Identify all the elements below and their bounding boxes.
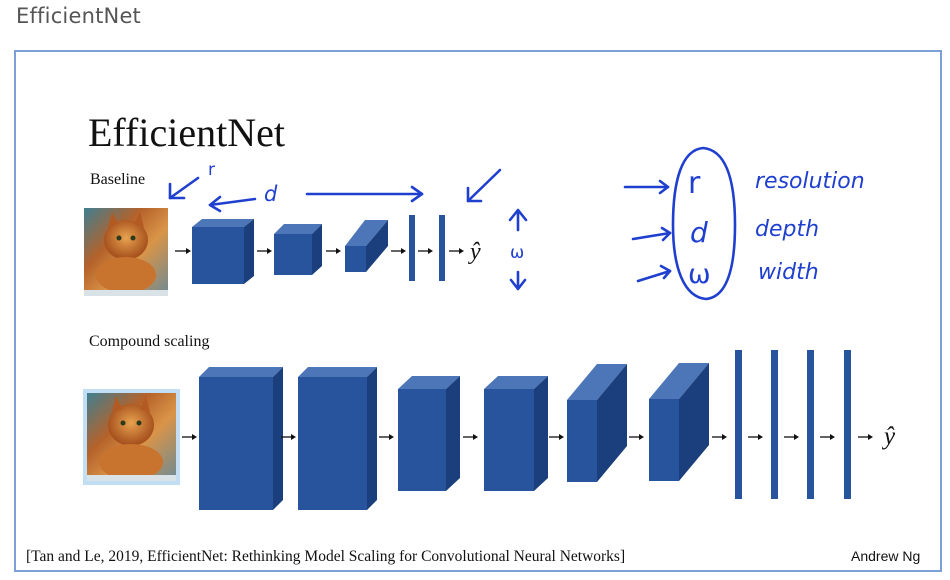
baseline-arrow-2 <box>257 248 272 254</box>
compound-arrow-3 <box>379 434 394 440</box>
slide-title: EfficientNet <box>88 110 285 155</box>
variable-w: ω <box>688 259 711 290</box>
baseline-block-1 <box>192 219 254 284</box>
compound-block-4 <box>484 376 548 491</box>
width-down-arrow <box>509 270 527 291</box>
compound-arrow-1 <box>182 434 197 440</box>
compound-arrow-10 <box>820 434 835 440</box>
baseline-arrow-5 <box>418 248 433 254</box>
width-up-arrow <box>508 208 528 232</box>
compound-arrow-8 <box>748 434 763 440</box>
citation: [Tan and Le, 2019, EfficientNet: Rethink… <box>26 548 625 565</box>
compound-block-2 <box>298 367 377 510</box>
baseline-output-yhat: ŷ <box>468 239 481 265</box>
variables-enclosure-oval <box>671 146 737 301</box>
compound-cat-image <box>83 389 180 485</box>
variable-d: d <box>690 216 708 249</box>
baseline-fc-layer-1 <box>409 215 415 281</box>
arrow-to-r <box>623 179 670 195</box>
compound-fc-layer-2 <box>771 350 778 499</box>
author-credit: Andrew Ng <box>851 548 920 564</box>
arrow-resolution-annotation <box>168 176 200 200</box>
baseline-arrow-3 <box>326 248 341 254</box>
compound-arrow-5 <box>549 434 564 440</box>
compound-fc-layer-1 <box>735 350 742 499</box>
compound-block-6 <box>649 363 709 481</box>
baseline-cat-image <box>84 208 168 296</box>
compound-fc-layer-4 <box>844 350 851 499</box>
compound-arrow-2 <box>281 434 296 440</box>
compound-arrow-6 <box>629 434 644 440</box>
arrow-to-d <box>631 226 672 242</box>
baseline-block-3 <box>345 220 388 272</box>
label-width: width <box>758 260 819 285</box>
variable-r: r <box>688 166 701 201</box>
baseline-arrow-1 <box>175 248 191 254</box>
label-depth: depth <box>755 217 819 242</box>
annotation-w: ω <box>510 243 524 263</box>
arrow-to-w <box>636 264 672 283</box>
compound-output-yhat: ŷ <box>881 423 896 450</box>
annotation-d: d <box>264 182 278 206</box>
label-resolution: resolution <box>755 169 865 194</box>
baseline-label: Baseline <box>90 171 145 188</box>
compound-block-3 <box>398 376 460 491</box>
compound-fc-layer-3 <box>807 350 814 499</box>
page-heading: EfficientNet <box>16 4 141 28</box>
annotation-r: r <box>208 160 215 180</box>
baseline-arrow-6 <box>449 248 464 254</box>
compound-arrow-11 <box>858 434 873 440</box>
compound-block-5 <box>567 364 627 482</box>
compound-block-1 <box>199 367 283 510</box>
compound-arrow-7 <box>712 434 727 440</box>
baseline-arrow-4 <box>391 248 406 254</box>
depth-span-right-arrow <box>305 185 424 203</box>
compound-arrow-9 <box>784 434 799 440</box>
compound-scaling-label: Compound scaling <box>89 333 209 350</box>
arrow-width-annotation <box>466 168 502 203</box>
depth-span-left-arrow <box>208 195 257 213</box>
compound-arrow-4 <box>463 434 478 440</box>
baseline-block-2 <box>274 224 322 275</box>
baseline-fc-layer-2 <box>439 215 445 281</box>
